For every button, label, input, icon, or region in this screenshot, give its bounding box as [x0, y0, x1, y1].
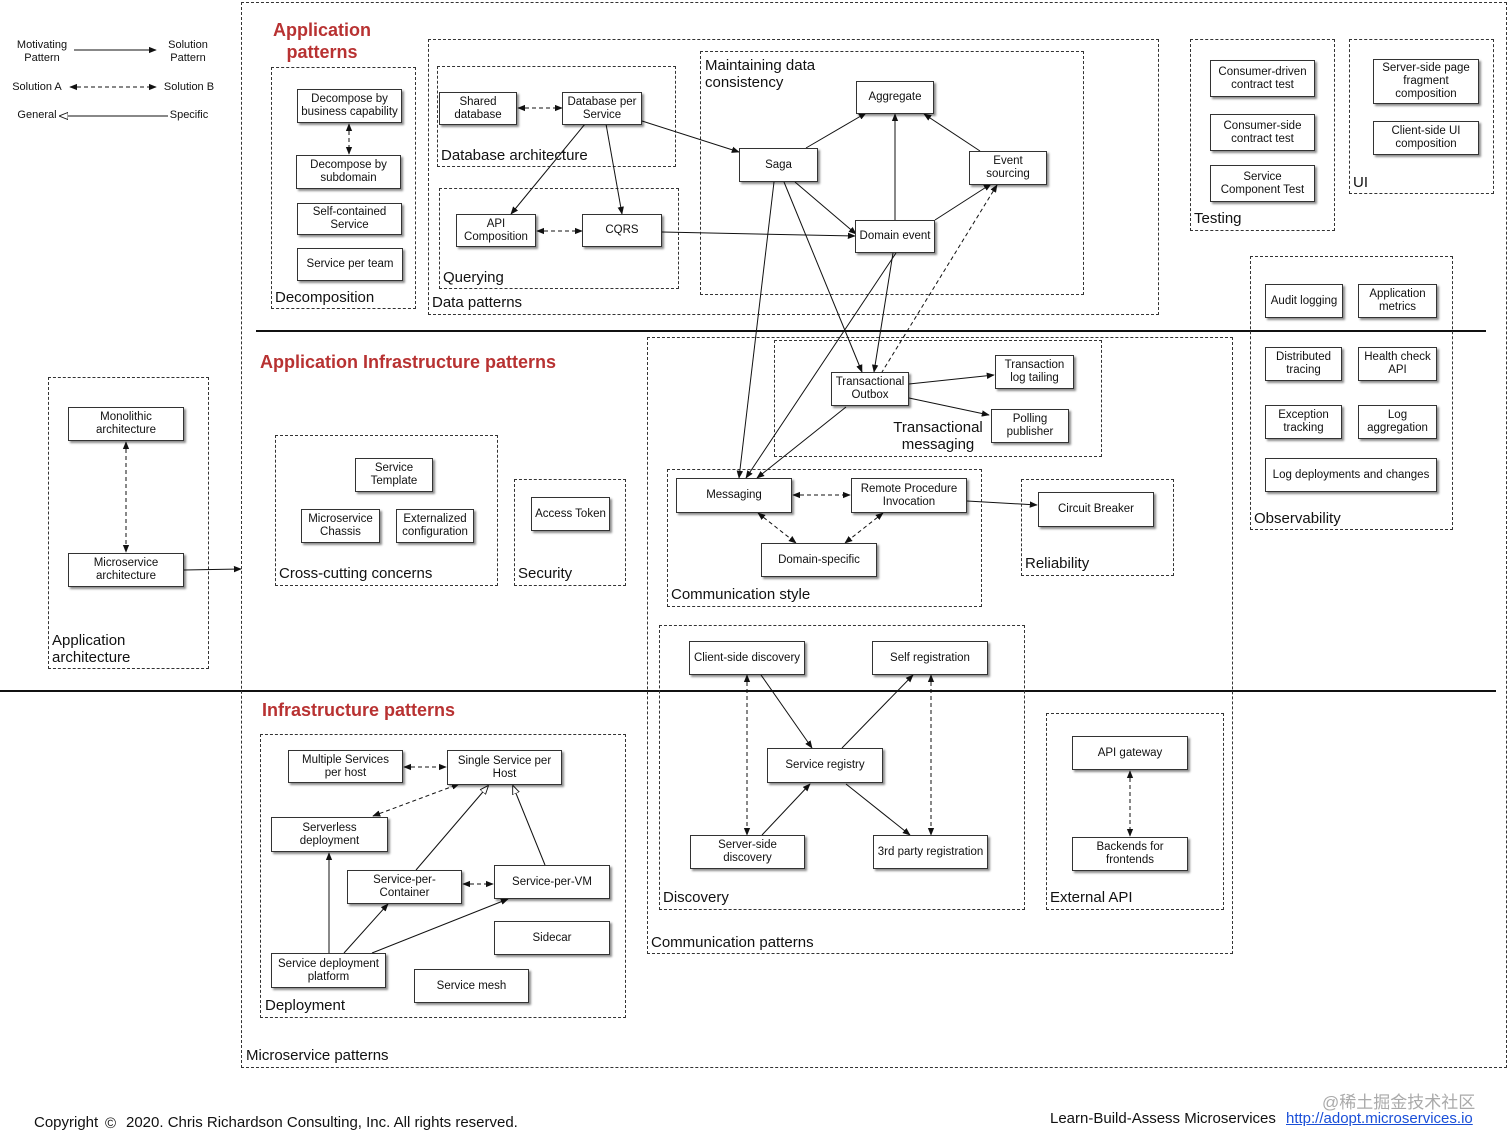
legend-solution-b: Solution B — [163, 81, 215, 93]
group-security — [514, 479, 626, 586]
node-api-composition[interactable]: API Composition — [456, 214, 536, 247]
label-data-consistency: Maintaining data consistency — [705, 57, 816, 91]
node-microservice-architecture[interactable]: Microservice architecture — [68, 553, 184, 587]
node-service-component-test[interactable]: Service Component Test — [1210, 165, 1315, 202]
legend-general: General — [17, 109, 57, 121]
label-database-architecture: Database architecture — [441, 147, 588, 164]
group-decomposition — [271, 67, 416, 309]
node-server-side-page-fragment[interactable]: Server-side page fragment composition — [1373, 59, 1479, 104]
node-self-contained-service[interactable]: Self-contained Service — [297, 203, 402, 235]
label-communication-style: Communication style — [671, 586, 811, 603]
group-discovery — [659, 625, 1025, 910]
footer-learn-build-assess: Learn-Build-Assess Microservices — [1050, 1110, 1276, 1127]
group-application-architecture — [48, 377, 209, 669]
node-shared-database[interactable]: Shared database — [439, 92, 517, 125]
label-communication-patterns: Communication patterns — [651, 934, 814, 951]
label-ui: UI — [1353, 174, 1368, 191]
label-observability: Observability — [1254, 510, 1341, 527]
node-server-side-discovery[interactable]: Server-side discovery — [690, 835, 805, 869]
group-microservice-patterns — [241, 2, 1507, 1068]
node-service-registry[interactable]: Service registry — [767, 748, 883, 783]
group-ui — [1349, 39, 1494, 194]
node-event-sourcing[interactable]: Event sourcing — [969, 151, 1047, 185]
node-client-side-ui-composition[interactable]: Client-side UI composition — [1373, 121, 1479, 155]
node-circuit-breaker[interactable]: Circuit Breaker — [1038, 492, 1154, 527]
node-log-aggregation[interactable]: Log aggregation — [1358, 405, 1437, 439]
node-service-per-vm[interactable]: Service-per-VM — [494, 865, 610, 899]
node-microservice-chassis[interactable]: Microservice Chassis — [301, 509, 380, 543]
node-sidecar[interactable]: Sidecar — [494, 921, 610, 955]
title-application-infrastructure: Application Infrastructure patterns — [260, 352, 557, 372]
node-aggregate[interactable]: Aggregate — [856, 81, 934, 114]
node-monolithic-architecture[interactable]: Monolithic architecture — [68, 407, 184, 441]
node-domain-specific[interactable]: Domain-specific — [761, 543, 877, 577]
node-self-registration[interactable]: Self registration — [872, 641, 988, 675]
watermark: @稀土掘金技术社区 — [1322, 1093, 1476, 1112]
label-microservice-patterns: Microservice patterns — [246, 1047, 389, 1064]
label-querying: Querying — [443, 269, 504, 286]
label-testing: Testing — [1194, 210, 1242, 227]
node-backends-for-frontends[interactable]: Backends for frontends — [1072, 837, 1188, 871]
node-service-template[interactable]: Service Template — [355, 458, 433, 492]
node-transactional-outbox[interactable]: Transactional Outbox — [831, 372, 909, 406]
node-application-metrics[interactable]: Application metrics — [1358, 284, 1437, 318]
node-messaging[interactable]: Messaging — [676, 478, 792, 513]
node-multiple-services-per-host[interactable]: Multiple Services per host — [288, 750, 403, 783]
node-log-deployments-changes[interactable]: Log deployments and changes — [1265, 458, 1437, 492]
group-deployment — [260, 734, 626, 1018]
group-testing — [1190, 39, 1335, 231]
node-serverless-deployment[interactable]: Serverless deployment — [271, 817, 388, 852]
node-distributed-tracing[interactable]: Distributed tracing — [1265, 347, 1342, 381]
label-security: Security — [518, 565, 573, 582]
node-exception-tracking[interactable]: Exception tracking — [1265, 405, 1342, 439]
node-service-per-team[interactable]: Service per team — [297, 248, 403, 281]
node-consumer-driven-contract-test[interactable]: Consumer-driven contract test — [1210, 60, 1315, 97]
node-saga[interactable]: Saga — [739, 148, 818, 182]
title-infrastructure: Infrastructure patterns — [262, 700, 456, 720]
label-deployment: Deployment — [265, 997, 346, 1014]
footer-copyright-word: Copyright — [34, 1114, 99, 1131]
node-externalized-configuration[interactable]: Externalized configuration — [396, 509, 474, 543]
node-client-side-discovery[interactable]: Client-side discovery — [689, 641, 805, 675]
label-data-patterns: Data patterns — [432, 294, 523, 311]
label-decomposition: Decomposition — [275, 289, 375, 306]
footer-copyright-text: 2020. Chris Richardson Consulting, Inc. … — [126, 1114, 518, 1131]
copyright-symbol: © — [105, 1115, 116, 1132]
node-cqrs[interactable]: CQRS — [582, 214, 662, 247]
node-access-token[interactable]: Access Token — [531, 497, 610, 531]
legend-solution: Solution Pattern — [168, 39, 208, 64]
node-service-deployment-platform[interactable]: Service deployment platform — [271, 953, 386, 988]
node-consumer-side-contract-test[interactable]: Consumer-side contract test — [1210, 114, 1315, 151]
legend-solution-a: Solution A — [12, 81, 62, 93]
group-reliability — [1021, 479, 1174, 576]
node-remote-procedure-invocation[interactable]: Remote Procedure Invocation — [851, 478, 967, 513]
legend-motivating: Motivating Pattern — [16, 39, 68, 64]
node-api-gateway[interactable]: API gateway — [1072, 736, 1188, 770]
node-service-mesh[interactable]: Service mesh — [414, 969, 529, 1003]
group-observability — [1250, 256, 1453, 530]
group-external-api — [1046, 713, 1224, 910]
legend-specific: Specific — [169, 109, 209, 121]
title-application-patterns: Application patterns — [273, 20, 371, 62]
label-discovery: Discovery — [663, 889, 729, 906]
label-cross-cutting: Cross-cutting concerns — [279, 565, 433, 582]
label-transactional-messaging: Transactional messaging — [893, 419, 983, 453]
footer-link-adopt-microservices[interactable]: http://adopt.microservices.io — [1286, 1110, 1473, 1127]
node-health-check-api[interactable]: Health check API — [1358, 347, 1437, 381]
node-polling-publisher[interactable]: Polling publisher — [991, 409, 1069, 443]
label-application-architecture: Application architecture — [52, 632, 131, 666]
label-reliability: Reliability — [1025, 555, 1090, 572]
node-single-service-per-host[interactable]: Single Service per Host — [447, 750, 562, 785]
node-domain-event[interactable]: Domain event — [855, 220, 935, 253]
node-decompose-business-capability[interactable]: Decompose by business capability — [297, 89, 402, 123]
node-audit-logging[interactable]: Audit logging — [1265, 284, 1343, 318]
group-cross-cutting — [275, 435, 498, 586]
node-database-per-service[interactable]: Database per Service — [562, 92, 642, 125]
node-service-per-container[interactable]: Service-per- Container — [347, 870, 462, 904]
label-external-api: External API — [1050, 889, 1133, 906]
node-decompose-subdomain[interactable]: Decompose by subdomain — [296, 155, 401, 189]
node-3rd-party-registration[interactable]: 3rd party registration — [873, 835, 988, 869]
node-transaction-log-tailing[interactable]: Transaction log tailing — [995, 355, 1074, 389]
